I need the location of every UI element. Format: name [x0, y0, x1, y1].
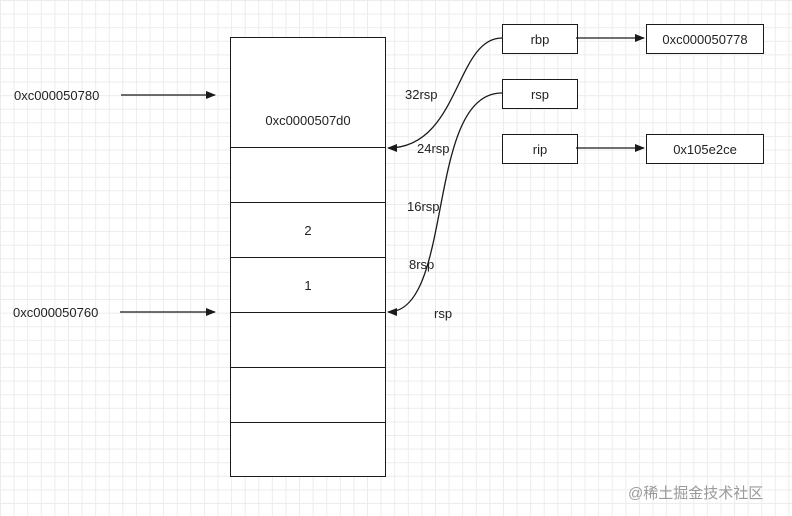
rsp-pointer-arrow	[387, 92, 503, 316]
watermark: @稀土掘金技术社区	[628, 485, 764, 502]
stack-cell-6	[230, 368, 386, 423]
stack-cell-3: 2	[230, 203, 386, 258]
offset-8rsp-label: 8rsp	[409, 257, 435, 272]
stack-cell-0	[230, 37, 386, 94]
stack-cell-5	[230, 313, 386, 368]
stack-cell-4: 1	[230, 258, 386, 313]
address-top-label: 0xc000050780	[14, 88, 100, 103]
stack-cell-1: 0xc0000507d0	[230, 93, 386, 148]
rbp-register-box: rbp	[502, 24, 578, 54]
rbp-value-box: 0xc000050778	[646, 24, 764, 54]
stack-cell-7	[230, 423, 386, 477]
offset-16rsp-label: 16rsp	[407, 199, 440, 214]
rip-register-box: rip	[502, 134, 578, 164]
rip-value-box: 0x105e2ce	[646, 134, 764, 164]
address-bottom-label: 0xc000050760	[13, 305, 99, 320]
rsp-register-box: rsp	[502, 79, 578, 109]
offset-rsp-label: rsp	[434, 306, 453, 321]
offset-24rsp-label: 24rsp	[417, 141, 450, 156]
offset-32rsp-label: 32rsp	[405, 87, 438, 102]
stack-cell-2	[230, 148, 386, 203]
